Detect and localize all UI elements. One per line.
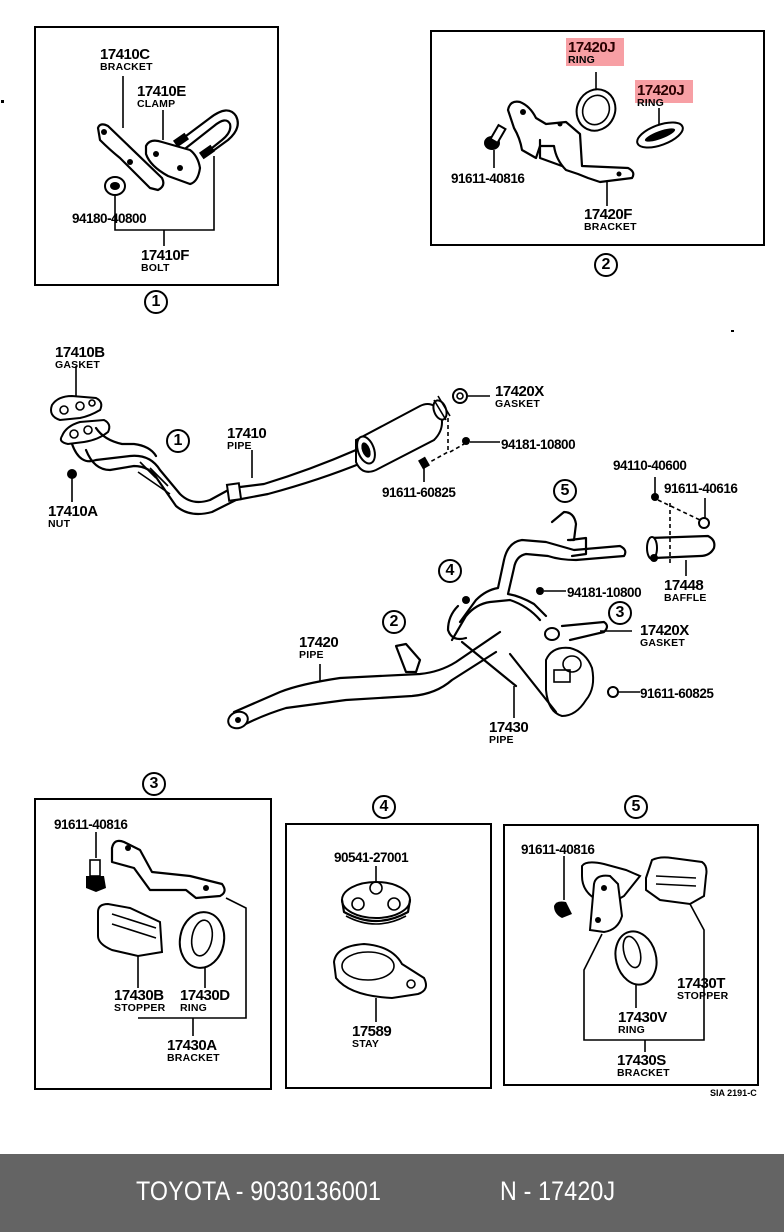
exhaust-parts-diagram: 1 2 3 4 5 1 2 3 4 5 17410C BRACKET 17410…	[1, 26, 765, 1098]
inset-2-index: 2	[594, 253, 618, 277]
part-label[interactable]: 17430B STOPPER	[114, 987, 166, 1014]
part-label-highlighted[interactable]: 17420J RING	[566, 38, 624, 66]
inset-5-frame	[503, 824, 759, 1086]
callout-2: 2	[382, 610, 406, 634]
part-label[interactable]: 90541-27001	[334, 850, 409, 865]
callout-3: 3	[608, 601, 632, 625]
part-label[interactable]: 17430T STOPPER	[677, 975, 729, 1002]
part-label[interactable]: 94110-40600	[613, 458, 687, 473]
main-exhaust-drawing	[50, 366, 716, 730]
highlight-box	[635, 80, 693, 103]
part-label[interactable]: 94180-40800	[72, 211, 147, 226]
inset-1-frame	[34, 26, 279, 286]
inset-1-index: 1	[144, 290, 168, 314]
part-label[interactable]: 17410B GASKET	[55, 344, 105, 371]
part-label-highlighted[interactable]: 17420J RING	[635, 80, 693, 109]
part-label[interactable]: 17420X GASKET	[495, 383, 544, 410]
diagram-line-art	[1, 72, 734, 1052]
part-label[interactable]: 17430S BRACKET	[617, 1052, 670, 1079]
inset-2-frame	[430, 30, 765, 246]
part-label[interactable]: 17430 PIPE	[489, 719, 529, 746]
footer-bar: TOYOTA - 9030136001 N - 17420J	[0, 1154, 784, 1232]
part-label[interactable]: 94181-10800	[567, 585, 642, 600]
part-label[interactable]: 17410F BOLT	[141, 247, 189, 274]
part-label[interactable]: 17410E CLAMP	[137, 83, 186, 110]
part-label[interactable]: 17430D RING	[180, 987, 230, 1014]
inset-4-drawing	[332, 866, 427, 1022]
reference-number: N - 17420J	[500, 1176, 616, 1206]
part-label[interactable]: 17410C BRACKET	[100, 46, 153, 73]
inset-1-drawing	[96, 76, 239, 246]
inset-2-drawing	[484, 72, 684, 206]
part-label[interactable]: 17430V RING	[618, 1009, 667, 1036]
part-label[interactable]: 17589 STAY	[352, 1023, 392, 1050]
inset-3-drawing	[86, 832, 247, 1036]
part-label[interactable]: 17410A NUT	[48, 503, 98, 530]
drawing-code: SIA 2191-C	[710, 1088, 757, 1098]
inset-4-frame	[285, 823, 492, 1089]
inset-3-frame	[34, 798, 272, 1090]
inset-5-drawing	[554, 856, 708, 1052]
part-label[interactable]: 91611-60825	[640, 686, 714, 701]
inset-4-index: 4	[372, 795, 396, 819]
part-label[interactable]: 17420 PIPE	[299, 634, 339, 661]
part-label[interactable]: 17448 BAFFLE	[664, 577, 707, 604]
inset-3-index: 3	[142, 772, 166, 796]
part-label[interactable]: 91611-40616	[664, 481, 738, 496]
part-label[interactable]: 91611-40816	[54, 817, 128, 832]
part-label[interactable]: 91611-60825	[382, 485, 456, 500]
highlight-box	[566, 38, 624, 66]
callout-5: 5	[553, 479, 577, 503]
part-label[interactable]: 17420X GASKET	[640, 622, 689, 649]
part-label[interactable]: 94181-10800	[501, 437, 576, 452]
inset-5-index: 5	[624, 795, 648, 819]
part-label[interactable]: 91611-40816	[521, 842, 595, 857]
callout-4: 4	[438, 559, 462, 583]
brand-part-number: TOYOTA - 9030136001	[136, 1176, 382, 1206]
part-label[interactable]: 91611-40816	[451, 171, 525, 186]
part-label[interactable]: 17430A BRACKET	[167, 1037, 220, 1064]
part-label[interactable]: 17420F BRACKET	[584, 206, 637, 233]
part-label[interactable]: 17410 PIPE	[227, 425, 267, 452]
callout-1: 1	[166, 429, 190, 453]
